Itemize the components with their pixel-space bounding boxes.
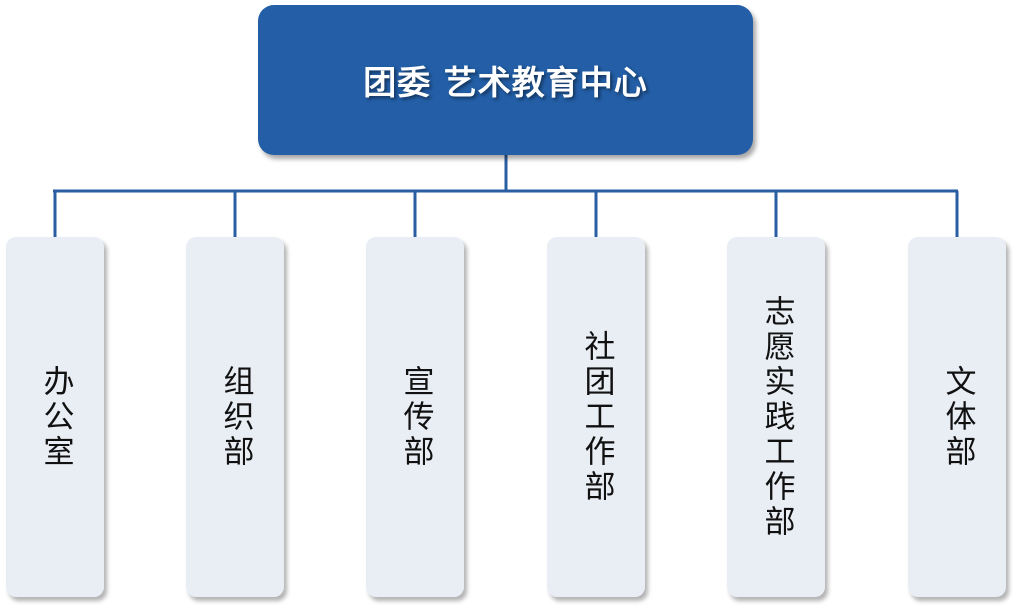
child-label-organization: 组织部 bbox=[217, 364, 254, 470]
child-node-organization: 组织部 bbox=[186, 237, 284, 597]
child-label-office: 办公室 bbox=[37, 364, 74, 470]
child-node-volunteer: 志愿实践工作部 bbox=[727, 237, 825, 597]
child-label-clubs: 社团工作部 bbox=[578, 329, 615, 505]
child-node-office: 办公室 bbox=[6, 237, 104, 597]
child-label-sports: 文体部 bbox=[939, 364, 976, 470]
root-title: 团委 艺术教育中心 bbox=[363, 63, 648, 102]
child-label-publicity: 宣传部 bbox=[397, 364, 434, 470]
child-node-publicity: 宣传部 bbox=[366, 237, 464, 597]
child-node-sports: 文体部 bbox=[908, 237, 1006, 597]
child-node-clubs: 社团工作部 bbox=[547, 237, 645, 597]
root-node: 团委 艺术教育中心 bbox=[258, 5, 753, 155]
child-label-volunteer: 志愿实践工作部 bbox=[758, 294, 795, 540]
